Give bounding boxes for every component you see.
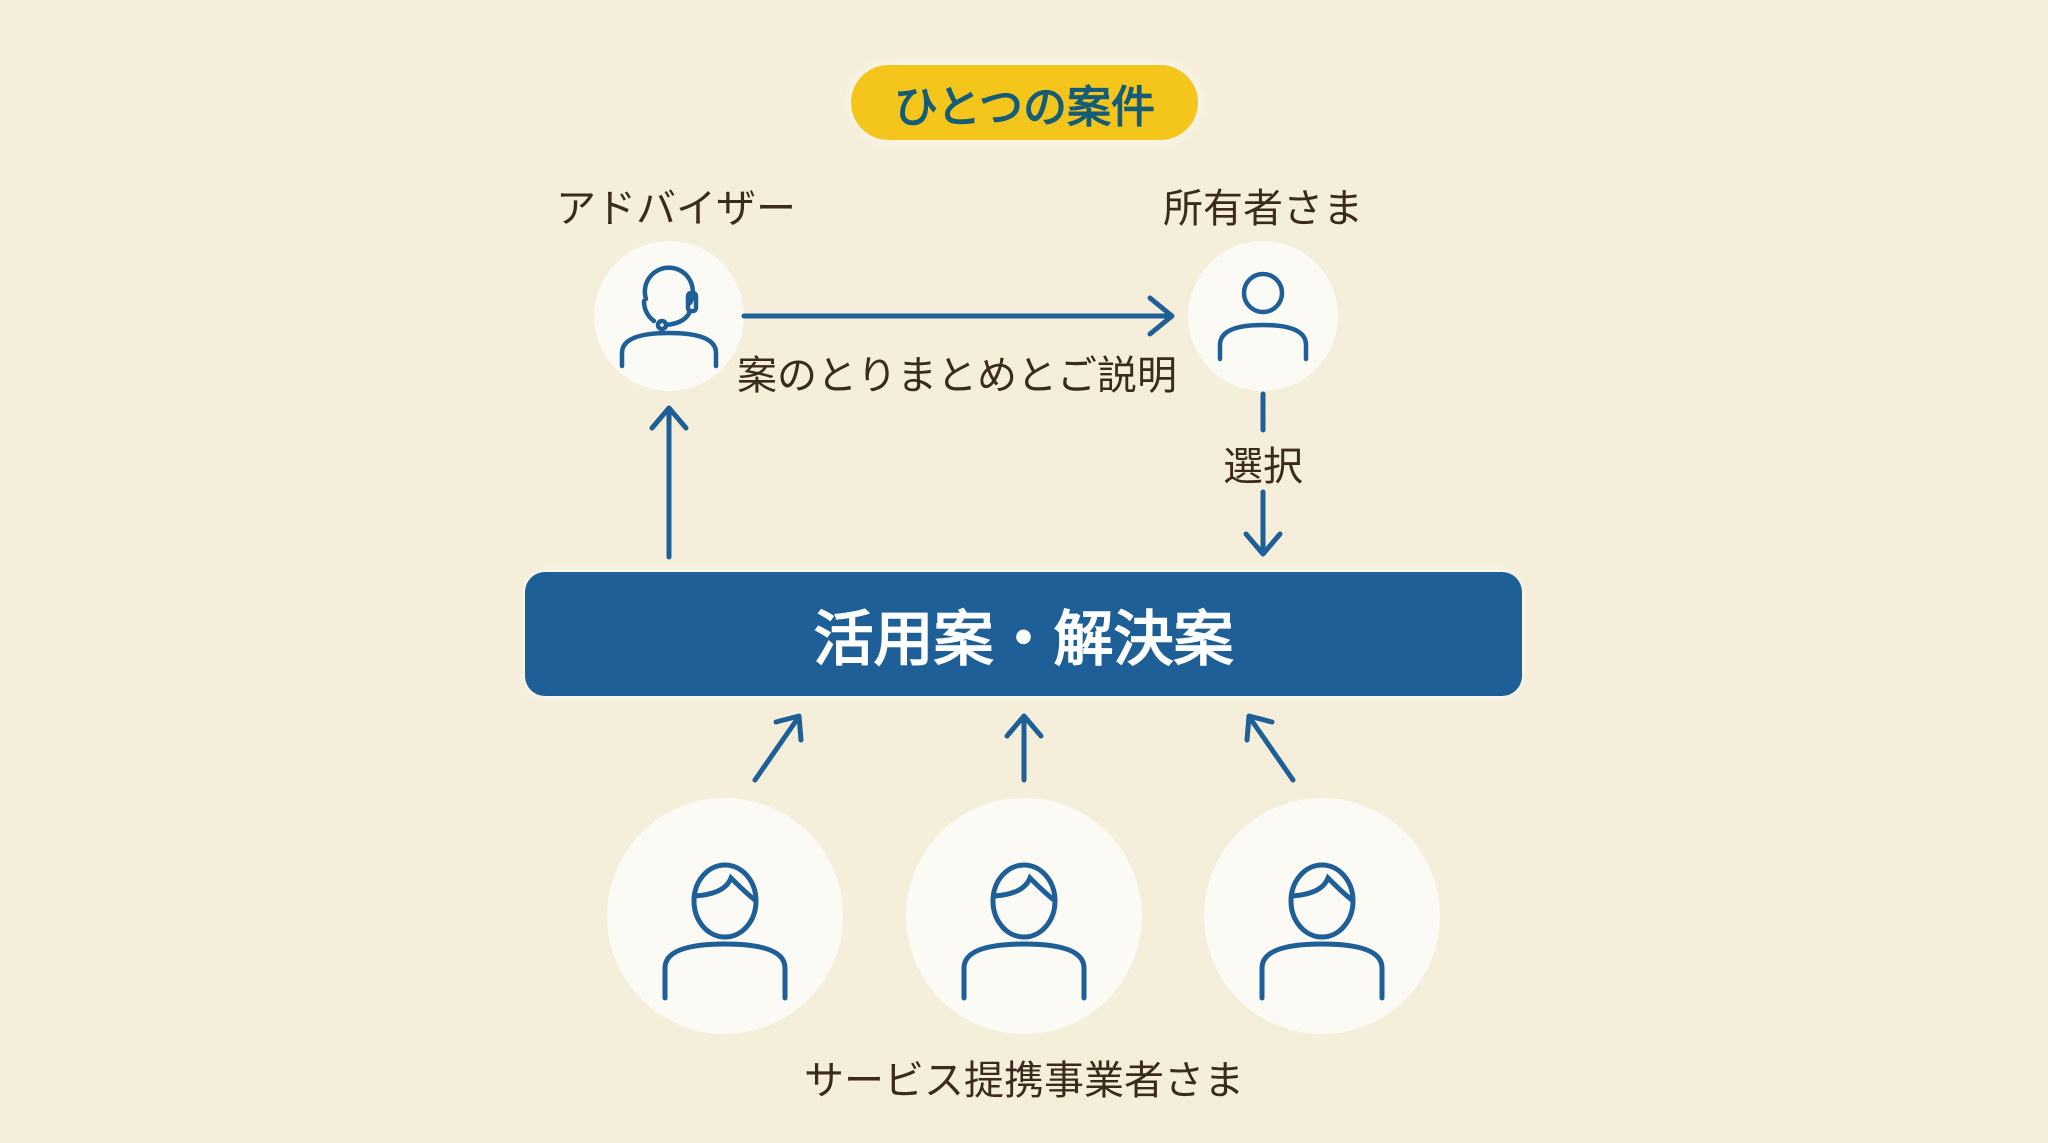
- person-icon: [961, 862, 1087, 1001]
- person-icon: [1217, 271, 1309, 362]
- arrow-solutions-to-advisor: [649, 405, 689, 560]
- partner-node: [1204, 798, 1440, 1034]
- partners-label: サービス提携事業者さま: [804, 1058, 1244, 1104]
- arrow-partner-2: [1004, 713, 1044, 783]
- arrow-advisor-to-owner: [741, 295, 1175, 337]
- title-badge: ひとつの案件: [851, 65, 1198, 140]
- flow-label-summary: 案のとりまとめとご説明: [737, 353, 1177, 399]
- partner-node: [607, 798, 843, 1034]
- advisor-node: [594, 241, 744, 391]
- arrow-partner-3: [1244, 713, 1296, 783]
- person-icon: [662, 862, 788, 1001]
- owner-node: [1188, 241, 1338, 391]
- owner-label: 所有者さま: [1163, 186, 1363, 232]
- person-icon: [1259, 862, 1385, 1001]
- solutions-box: 活用案・解決案: [525, 572, 1522, 696]
- arrow-partner-1: [752, 713, 804, 783]
- flow-label-select: 選択: [1223, 444, 1303, 490]
- partner-node: [906, 798, 1142, 1034]
- advisor-label: アドバイザー: [556, 186, 796, 232]
- arrow-owner-to-solutions: [1243, 391, 1283, 557]
- headset-person-icon: [619, 265, 719, 369]
